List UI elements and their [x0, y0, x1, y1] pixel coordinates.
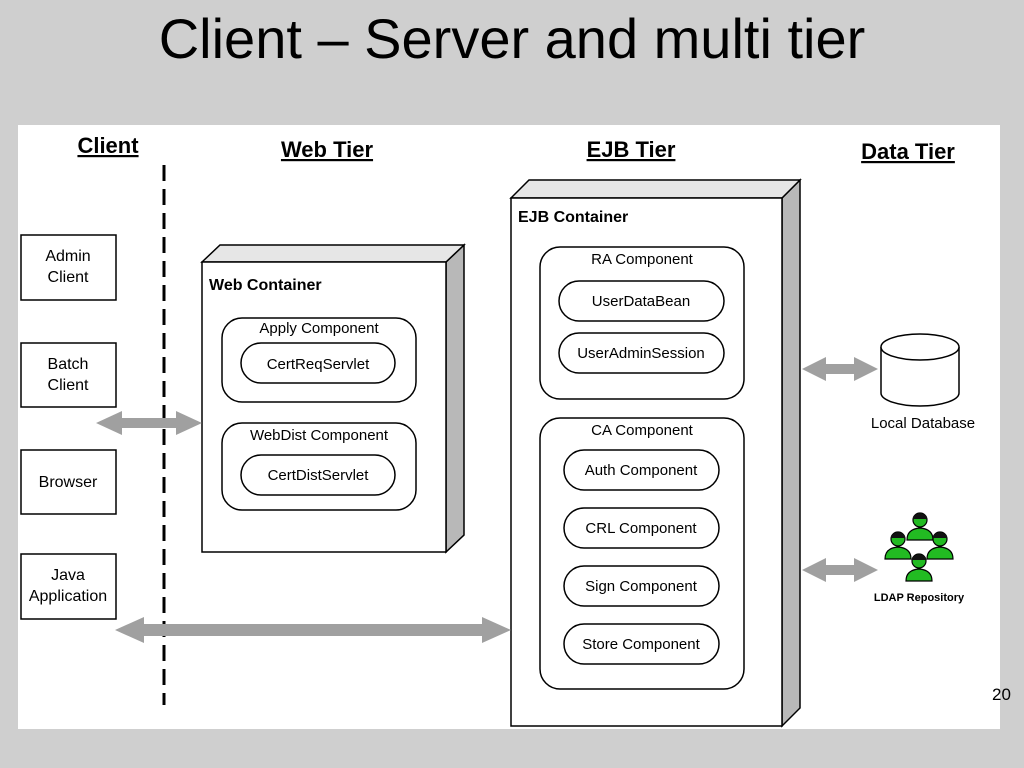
client-box-admin: Admin Client: [20, 234, 117, 301]
ldap-label: LDAP Repository: [874, 592, 965, 604]
database-label: Local Database: [871, 415, 975, 432]
client-box-label: Client: [48, 269, 89, 286]
ca-subcomponent-label: CRL Component: [585, 520, 697, 537]
ejb-container: EJB Container RA Component UserDataBean …: [509, 178, 802, 728]
ca-component: CA Component Auth Component CRL Componen…: [539, 417, 745, 690]
ca-subcomponent-label: Store Component: [582, 636, 700, 653]
client-box-label: Client: [48, 377, 89, 394]
diagram-panel: Client Web Tier EJB Tier Data Tier Admin…: [18, 125, 1000, 729]
component-label: Apply Component: [259, 320, 379, 337]
client-box-label: Admin: [45, 248, 90, 265]
ldap-users-icon: [884, 512, 954, 582]
ca-subcomponent-label: Auth Component: [585, 462, 698, 479]
webdist-component: WebDist Component CertDistServlet: [221, 422, 417, 511]
web-container: Web Container Apply Component CertReqSer…: [200, 243, 466, 554]
ra-component: RA Component UserDataBean UserAdminSessi…: [539, 246, 745, 400]
database-icon: [880, 333, 960, 407]
client-box-browser: Browser: [20, 449, 117, 515]
apply-component: Apply Component CertReqServlet: [221, 317, 417, 403]
web-container-title: Web Container: [209, 277, 322, 294]
architecture-diagram: Client Web Tier EJB Tier Data Tier Admin…: [20, 133, 975, 728]
client-box-java-application: Java Application: [20, 553, 117, 620]
tier-heading-ejb: EJB Tier: [587, 137, 676, 162]
arrow-ejb-database: [802, 357, 878, 381]
component-label: RA Component: [591, 251, 694, 268]
tier-heading-client: Client: [77, 133, 139, 158]
arrow-client-web: [96, 411, 202, 435]
servlet-label: CertDistServlet: [268, 467, 370, 484]
page-number: 20: [992, 685, 1011, 704]
client-box-label: Application: [29, 588, 107, 605]
slide-title: Client – Server and multi tier: [158, 7, 866, 70]
servlet-label: CertReqServlet: [267, 356, 370, 373]
client-box-label: Batch: [48, 356, 89, 373]
arrow-ejb-ldap: [802, 558, 878, 582]
client-box-label: Java: [51, 567, 85, 584]
tier-heading-web: Web Tier: [281, 137, 374, 162]
ca-subcomponent-label: Sign Component: [585, 578, 698, 595]
client-box-label: Browser: [39, 474, 98, 491]
arrow-client-ejb: [115, 617, 511, 643]
tier-heading-data: Data Tier: [861, 139, 955, 164]
client-box-batch: Batch Client: [20, 342, 117, 408]
component-label: WebDist Component: [250, 427, 389, 444]
bean-label: UserDataBean: [592, 293, 690, 310]
component-label: CA Component: [591, 422, 694, 439]
ejb-container-title: EJB Container: [518, 209, 628, 226]
bean-label: UserAdminSession: [577, 345, 705, 362]
